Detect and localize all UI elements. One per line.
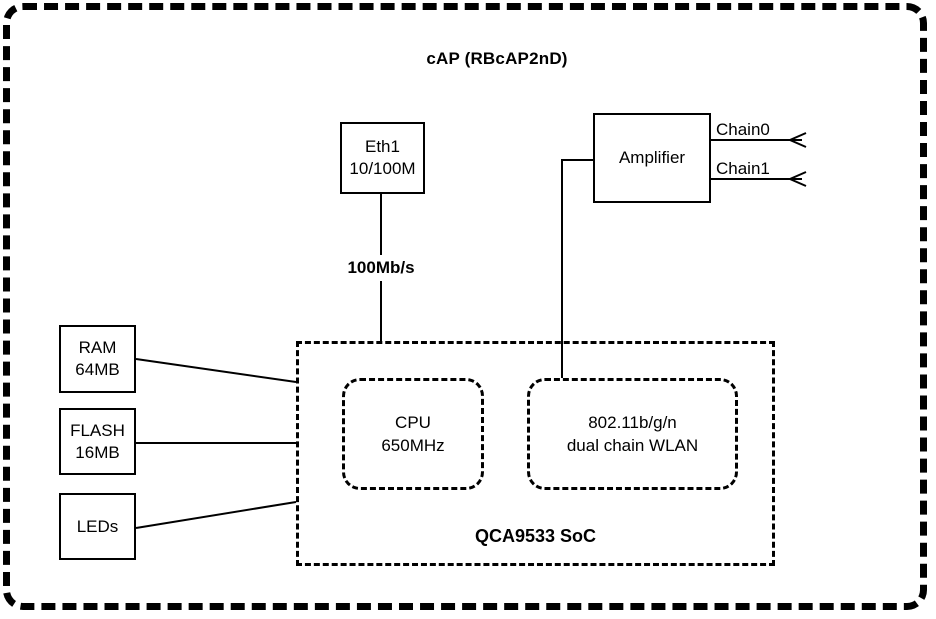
link-speed-label: 100Mb/s xyxy=(328,255,434,281)
soc-label: QCA9533 SoC xyxy=(474,526,597,546)
flash-label: FLASH xyxy=(70,420,125,440)
eth1-box: Eth1 10/100M xyxy=(340,122,425,194)
ram-box: RAM 64MB xyxy=(59,325,136,393)
cpu-frequency: 650MHz xyxy=(381,436,445,455)
soc-box xyxy=(296,341,775,566)
eth1-speed: 10/100M xyxy=(349,159,416,178)
chain1-label: Chain1 xyxy=(716,159,770,178)
outer-dashed-frame xyxy=(3,3,927,610)
wlan-box: 802.11b/g/n dual chain WLAN xyxy=(527,378,738,490)
amplifier-label: Amplifier xyxy=(618,148,686,167)
cpu-label: CPU xyxy=(395,413,431,432)
diagram-title: cAP (RBcAP2nD) xyxy=(426,49,568,68)
ram-to-soc-line xyxy=(135,358,297,383)
ram-label: RAM xyxy=(78,338,117,357)
antenna-icon xyxy=(787,171,807,187)
wlan-label: dual chain WLAN xyxy=(566,436,699,455)
eth1-label: Eth1 xyxy=(365,137,400,156)
amplifier-box: Amplifier xyxy=(593,113,711,203)
cpu-box: CPU 650MHz xyxy=(342,378,484,490)
flash-size: 16MB xyxy=(75,442,120,462)
leds-to-soc-line xyxy=(135,501,297,529)
antenna-icon xyxy=(787,132,807,148)
wlan-standard: 802.11b/g/n xyxy=(588,413,677,432)
leds-box: LEDs xyxy=(59,493,136,560)
chain0-label: Chain0 xyxy=(716,120,770,139)
amplifier-to-wlan-line xyxy=(561,159,593,378)
flash-box: FLASH 16MB xyxy=(59,408,136,475)
ram-size: 64MB xyxy=(75,360,120,379)
leds-label: LEDs xyxy=(76,516,119,536)
